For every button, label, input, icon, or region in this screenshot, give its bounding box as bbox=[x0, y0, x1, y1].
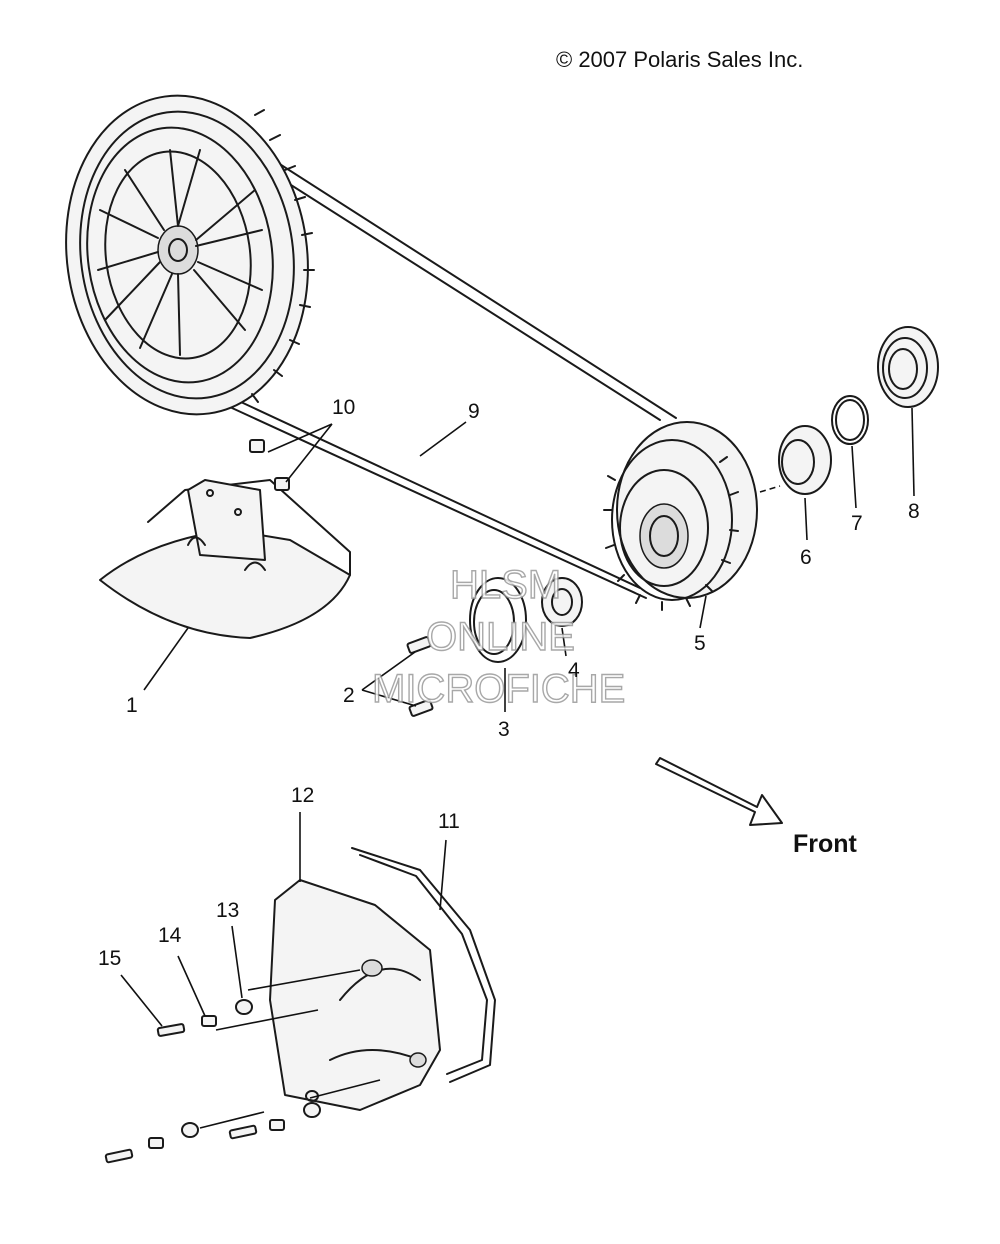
seal bbox=[877, 326, 939, 408]
drive-sprocket bbox=[603, 421, 758, 611]
watermark-line-3: MICROFICHE bbox=[372, 667, 625, 711]
pulley-teeth bbox=[251, 109, 315, 403]
callout-5: 5 bbox=[694, 632, 706, 655]
callout-6: 6 bbox=[800, 546, 812, 569]
cover-gasket bbox=[351, 847, 496, 1083]
callout-numbers: 1 2 3 4 5 6 7 8 9 10 11 12 13 14 15 bbox=[98, 396, 920, 970]
callout-7: 7 bbox=[851, 512, 863, 535]
callout-8: 8 bbox=[908, 500, 920, 523]
sprocket-cover bbox=[269, 879, 441, 1111]
callout-4: 4 bbox=[568, 659, 580, 682]
watermark-line-1: HLSM bbox=[450, 563, 561, 607]
callout-9: 9 bbox=[468, 400, 480, 423]
copyright-text: © 2007 Polaris Sales Inc. bbox=[556, 47, 803, 72]
callout-2: 2 bbox=[343, 684, 355, 707]
callout-12: 12 bbox=[291, 784, 314, 807]
spacer bbox=[759, 425, 832, 495]
rear-wheel-pulley bbox=[65, 94, 315, 416]
wheel-spokes bbox=[97, 149, 263, 356]
callout-11: 11 bbox=[438, 810, 460, 833]
guard-bolts bbox=[249, 439, 290, 491]
callout-15: 15 bbox=[98, 947, 121, 970]
watermark-line-2: ONLINE bbox=[426, 615, 575, 659]
front-arrow-icon bbox=[655, 757, 783, 826]
callout-1: 1 bbox=[126, 694, 138, 717]
snap-ring bbox=[831, 395, 869, 445]
callout-10: 10 bbox=[332, 396, 355, 419]
watermark: HLSM ONLINE MICROFICHE bbox=[371, 562, 626, 711]
lower-belt-guard bbox=[99, 479, 351, 639]
sensor-ring bbox=[469, 577, 527, 663]
callout-13: 13 bbox=[216, 899, 239, 922]
callout-3: 3 bbox=[498, 718, 510, 741]
cover-fasteners bbox=[104, 999, 321, 1164]
callout-14: 14 bbox=[158, 924, 182, 947]
leader-lines bbox=[120, 407, 915, 1129]
sensor-screws bbox=[406, 636, 434, 717]
front-label: Front bbox=[793, 830, 858, 858]
sprocket-nut bbox=[541, 577, 583, 627]
